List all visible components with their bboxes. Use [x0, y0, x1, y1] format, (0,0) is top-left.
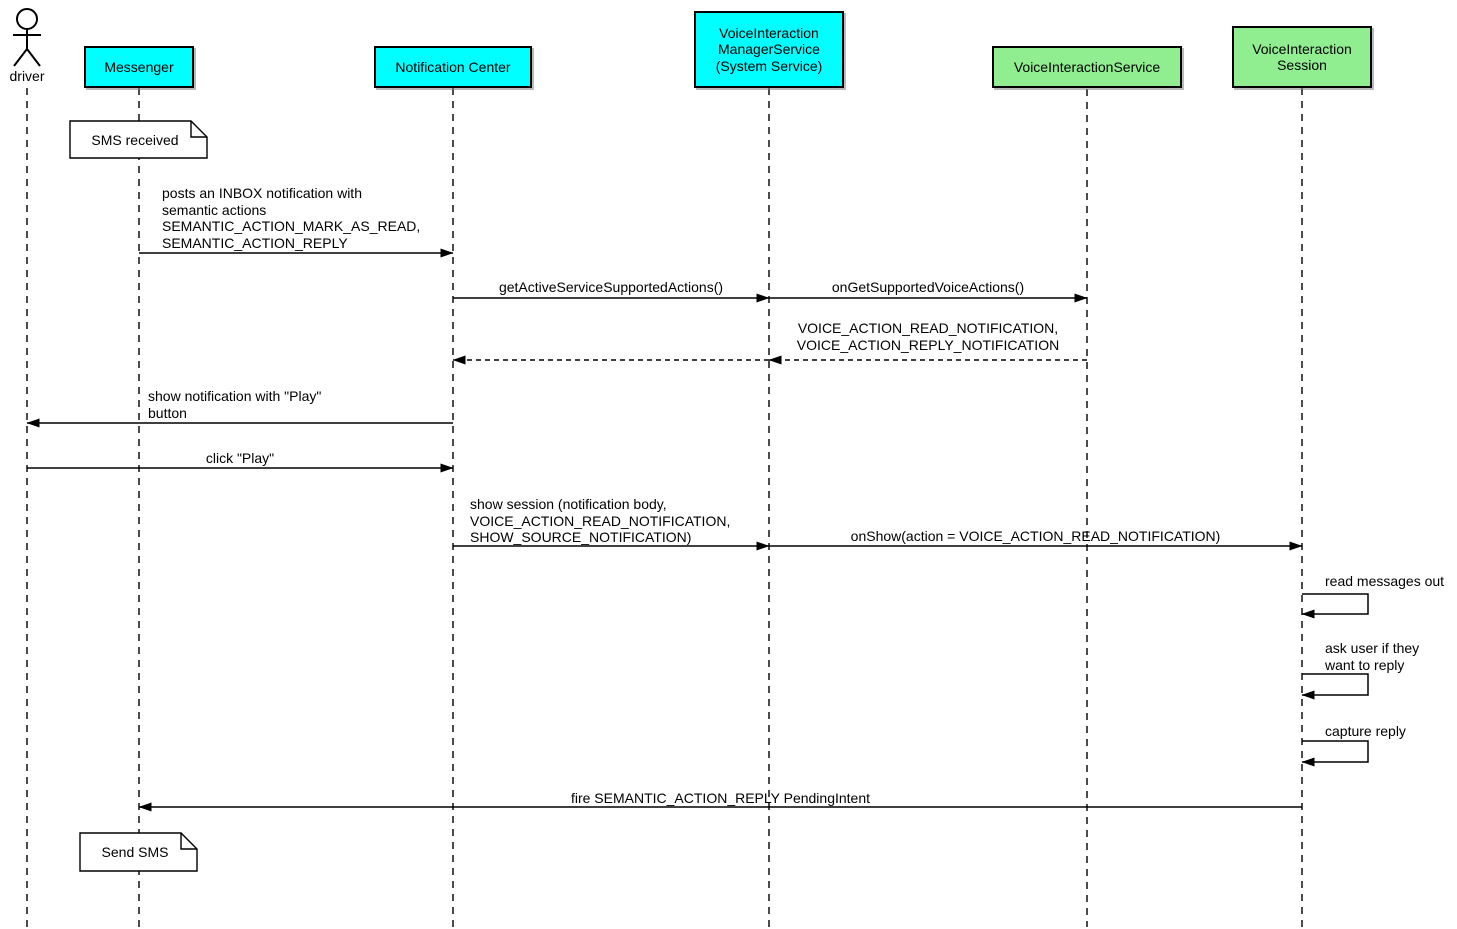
- message-label-click-play: click "Play": [205, 450, 275, 466]
- selfcall-capture-reply: [1301, 740, 1369, 767]
- actor-driver-label: driver: [9, 68, 45, 84]
- message-label-on-show: onShow(action = VOICE_ACTION_READ_NOTIFI…: [850, 528, 1221, 544]
- message-label-fire-pending-intent: fire SEMANTIC_ACTION_REPLY PendingIntent: [570, 790, 871, 806]
- actor-leg-right: [26, 48, 41, 67]
- actor-head: [16, 8, 38, 30]
- note-send-sms-shape: [79, 832, 198, 872]
- participant-notification-center: Notification Center: [374, 46, 532, 88]
- participant-messenger: Messenger: [84, 46, 194, 88]
- note-send-sms: Send SMS: [101, 844, 169, 860]
- note-send-sms-fold: [180, 833, 197, 850]
- message-label-supported-actions-return: VOICE_ACTION_READ_NOTIFICATION, VOICE_AC…: [796, 320, 1060, 353]
- message-label-read-messages-out: read messages out: [1325, 573, 1445, 589]
- message-label-show-notification: show notification with "Play" button: [148, 388, 322, 421]
- participant-voice-interaction-session: VoiceInteraction Session: [1232, 26, 1372, 88]
- message-label-on-get-supported-voice-actions: onGetSupportedVoiceActions(): [831, 279, 1025, 295]
- message-label-get-active-service-supported-actions: getActiveServiceSupportedActions(): [498, 279, 724, 295]
- actor-leg-left: [13, 48, 28, 67]
- selfcall-read-messages-out: [1301, 593, 1369, 619]
- message-label-ask-user-reply: ask user if they want to reply: [1325, 640, 1420, 673]
- selfcall-ask-user-reply: [1301, 673, 1369, 700]
- message-label-capture-reply: capture reply: [1325, 723, 1406, 739]
- note-sms-received-shape: [69, 120, 208, 159]
- actor-driver-icon: [13, 8, 41, 67]
- note-sms-received-fold: [190, 121, 207, 138]
- participant-voice-interaction-manager-service: VoiceInteraction ManagerService (System …: [694, 11, 844, 88]
- message-label-show-session: show session (notification body, VOICE_A…: [470, 496, 731, 545]
- message-label-post-inbox-notification: posts an INBOX notification with semanti…: [162, 185, 421, 251]
- participant-voice-interaction-service: VoiceInteractionService: [992, 46, 1182, 88]
- note-sms-received: SMS received: [91, 131, 179, 148]
